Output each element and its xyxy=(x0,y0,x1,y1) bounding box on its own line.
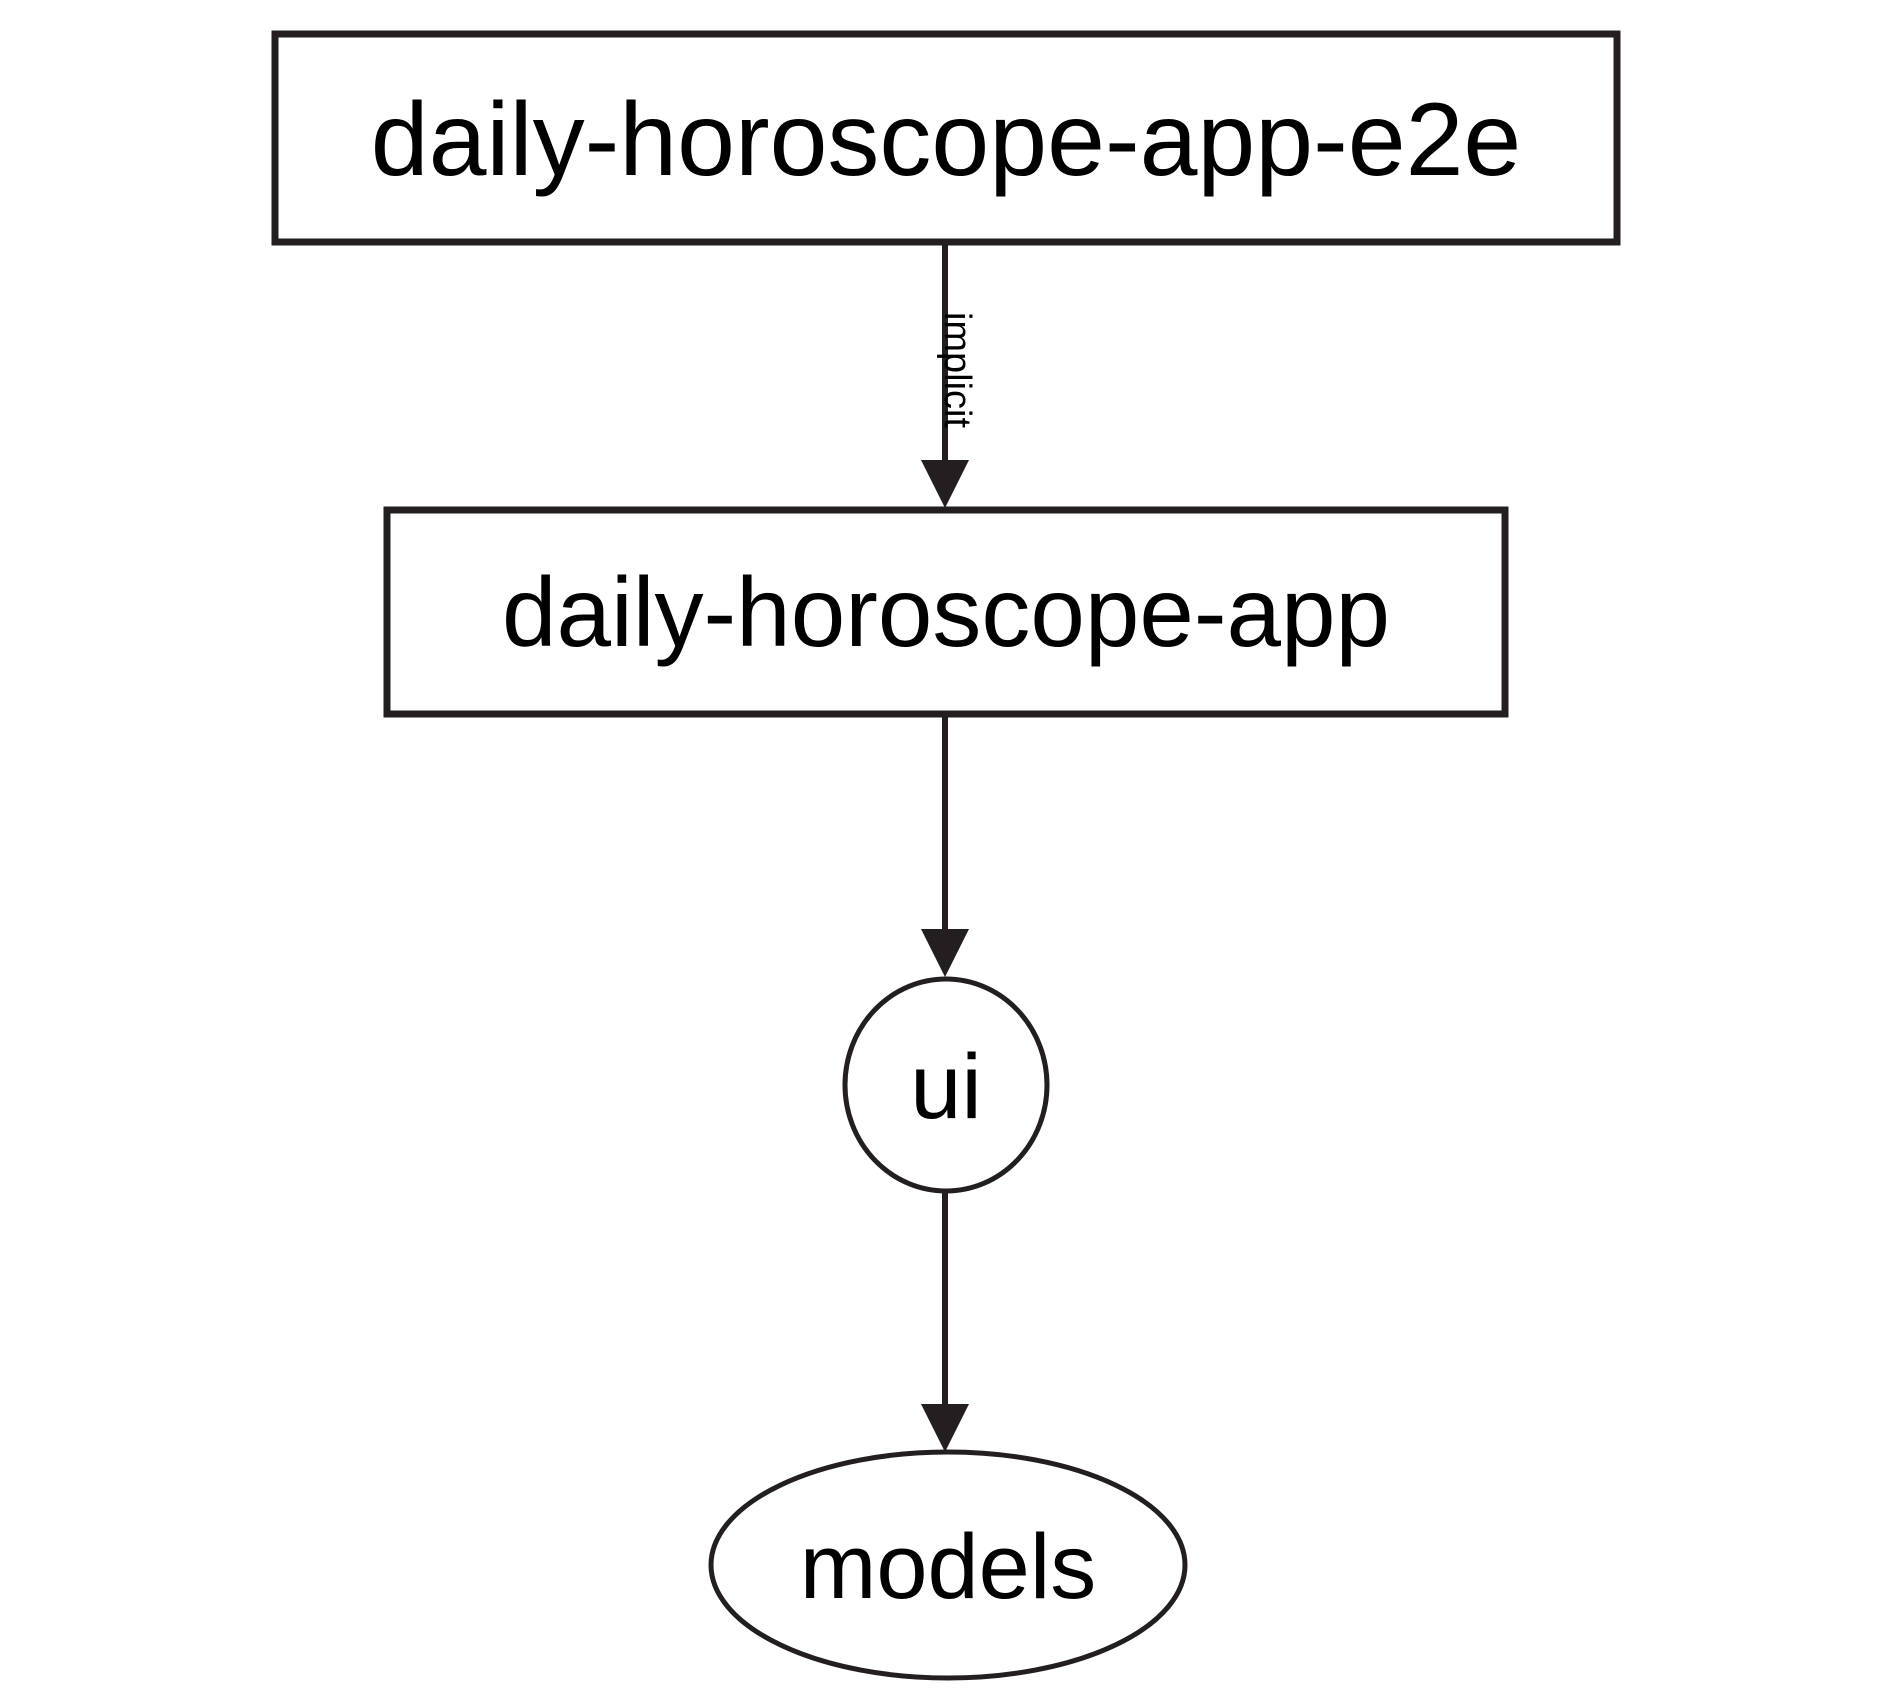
arrowhead-ui-to-models xyxy=(921,1404,969,1452)
node-daily-horoscope-app[interactable]: daily-horoscope-app xyxy=(383,506,1509,718)
node-label-e2e: daily-horoscope-app-e2e xyxy=(371,82,1522,198)
arrowhead-e2e-to-app xyxy=(921,460,969,508)
node-shape-ellipse-models xyxy=(708,1449,1188,1681)
node-daily-horoscope-app-e2e[interactable]: daily-horoscope-app-e2e xyxy=(271,30,1621,246)
node-label-ui: ui xyxy=(910,1036,982,1138)
node-label-models: models xyxy=(800,1516,1097,1618)
node-shape-circle-ui xyxy=(842,976,1050,1194)
node-ui[interactable]: ui xyxy=(842,976,1050,1194)
node-shape-rect-app xyxy=(383,506,1509,718)
node-label-app: daily-horoscope-app xyxy=(502,557,1390,667)
edge-e2e-to-app[interactable]: implicit xyxy=(921,243,978,508)
edge-ui-to-models[interactable] xyxy=(921,1190,969,1452)
node-models[interactable]: models xyxy=(708,1449,1188,1681)
arrowhead-app-to-ui xyxy=(921,929,969,977)
edge-app-to-ui[interactable] xyxy=(921,715,969,977)
node-shape-rect-e2e xyxy=(271,30,1621,246)
edge-label-implicit: implicit xyxy=(936,312,978,429)
